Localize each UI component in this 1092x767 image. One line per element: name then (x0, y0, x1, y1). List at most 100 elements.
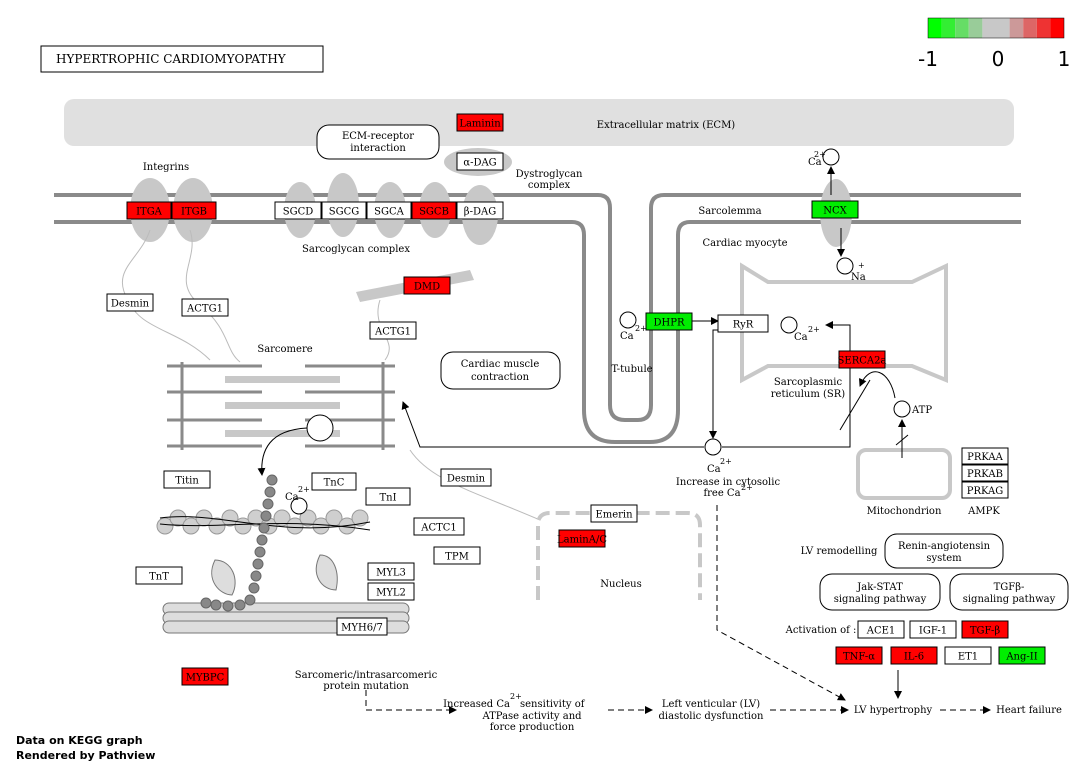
gene-actg1b-box[interactable] (369, 321, 417, 340)
gene-titin-box[interactable] (163, 470, 211, 489)
gene-myl2-label: MYL2 (376, 588, 406, 599)
title-box (40, 45, 324, 73)
sarcomeric-label-2: protein mutation (323, 681, 409, 692)
ecm-band (64, 99, 1014, 146)
gene-desmin2-box[interactable] (440, 468, 492, 487)
legend-min-label: -1 (918, 47, 938, 71)
gene-adag-box[interactable] (456, 152, 504, 171)
gene-laminac-box[interactable] (558, 529, 606, 548)
legend-swatch (928, 18, 942, 38)
gene-laminin[interactable]: Laminin (456, 113, 504, 132)
gene-actg1a[interactable]: ACTG1 (181, 298, 229, 317)
gene-desmin2[interactable]: Desmin (440, 468, 492, 487)
gene-laminac[interactable]: LaminA/C (557, 529, 607, 548)
gene-sgcd-box[interactable] (274, 201, 322, 220)
gene-itgb-box[interactable] (171, 201, 217, 220)
footer-line-2: Rendered by Pathview (16, 749, 155, 762)
gene-myl3-box[interactable] (367, 562, 415, 581)
gene-ace1-box[interactable] (857, 620, 905, 639)
cardiac-muscle-contraction-pathway-box[interactable] (440, 351, 561, 390)
jak-stat-pathway-box[interactable] (819, 573, 941, 611)
gene-tnc-box[interactable] (311, 472, 357, 491)
gene-igf1[interactable]: IGF-1 (909, 620, 957, 639)
mybpc-bead (248, 582, 260, 594)
gene-prkag-box[interactable] (961, 481, 1009, 499)
sarcoglycan-complex-label: Sarcoglycan complex (302, 244, 410, 255)
gene-ncx[interactable]: NCX (811, 200, 859, 219)
ca-sup-tnc: 2+ (298, 485, 310, 494)
ecm-receptor-pathway-box[interactable] (316, 124, 440, 160)
gene-itgb[interactable]: ITGB (171, 201, 217, 220)
gene-titin[interactable]: Titin (163, 470, 211, 489)
gene-mybpc[interactable]: MYBPC (181, 667, 229, 686)
gene-sgca[interactable]: SGCA (366, 201, 412, 220)
gene-ryr[interactable]: RyR (717, 314, 769, 333)
gene-et1-box[interactable] (944, 646, 992, 665)
actin-bead (286, 517, 304, 535)
gene-tgfb-box[interactable] (961, 620, 1009, 639)
gene-tnc[interactable]: TnC (311, 472, 357, 491)
gene-ang2-box[interactable] (998, 646, 1046, 665)
gene-emerin[interactable]: Emerin (590, 504, 638, 523)
gene-sgcd[interactable]: SGCD (274, 201, 322, 220)
gene-bdag-box[interactable] (456, 201, 504, 220)
gene-sgca-box[interactable] (366, 201, 412, 220)
gene-emerin-box[interactable] (590, 504, 638, 523)
gene-myl3[interactable]: MYL3 (367, 562, 415, 581)
gene-dhpr[interactable]: DHPR (645, 312, 693, 331)
gene-il6-box[interactable] (890, 646, 938, 665)
sensitivity-sup: 2+ (510, 692, 522, 701)
gene-dmd[interactable]: DMD (403, 276, 451, 295)
gene-sgcg[interactable]: SGCG (321, 201, 367, 220)
gene-tnfa[interactable]: TNF-α (835, 646, 883, 665)
gene-sgcb-box[interactable] (411, 201, 457, 220)
gene-actc1-box[interactable] (413, 517, 465, 536)
gene-tnt-box[interactable] (135, 566, 183, 585)
gene-tpm[interactable]: TPM (433, 546, 481, 565)
gene-tnfa-box[interactable] (835, 646, 883, 665)
gene-prkab-box[interactable] (961, 464, 1009, 482)
gene-desmin1[interactable]: Desmin (106, 293, 154, 312)
gene-tni-box[interactable] (365, 487, 411, 506)
gene-serca-box[interactable] (838, 350, 886, 369)
legend-swatch (941, 18, 956, 38)
gene-ryr-box[interactable] (717, 314, 769, 333)
gene-tni[interactable]: TnI (365, 487, 411, 506)
gene-igf1-box[interactable] (909, 620, 957, 639)
gene-itga-box[interactable] (126, 201, 172, 220)
gene-ang2[interactable]: Ang-II (998, 646, 1046, 665)
gene-sgcb[interactable]: SGCB (411, 201, 457, 220)
gene-sgcg-box[interactable] (321, 201, 367, 220)
gene-ncx-box[interactable] (811, 200, 859, 219)
gene-prkaa[interactable]: PRKAA (961, 447, 1009, 465)
gene-myh67[interactable]: MYH6/7 (336, 617, 388, 636)
gene-serca[interactable]: SERCA2a (838, 350, 887, 369)
gene-itga[interactable]: ITGA (126, 201, 172, 220)
tgfb-pathway-box[interactable] (949, 573, 1069, 611)
gene-actg1b[interactable]: ACTG1 (369, 321, 417, 340)
gene-laminin-box[interactable] (456, 113, 504, 132)
gene-tnt[interactable]: TnT (135, 566, 183, 585)
gene-prkag[interactable]: PRKAG (961, 481, 1009, 499)
gene-il6[interactable]: IL-6 (890, 646, 938, 665)
sensitivity-label-3: force production (490, 722, 575, 733)
gene-actg1a-box[interactable] (181, 298, 229, 317)
gene-prkaa-box[interactable] (961, 447, 1009, 465)
gene-tpm-box[interactable] (433, 546, 481, 565)
gene-adag[interactable]: α-DAG (456, 152, 504, 171)
gene-myl2[interactable]: MYL2 (367, 582, 415, 601)
gene-prkab[interactable]: PRKAB (961, 464, 1009, 482)
gene-dhpr-box[interactable] (645, 312, 693, 331)
gene-et1[interactable]: ET1 (944, 646, 992, 665)
gene-myh67-box[interactable] (336, 617, 388, 636)
gene-actc1[interactable]: ACTC1 (413, 517, 465, 536)
gene-desmin1-box[interactable] (106, 293, 154, 312)
sensitivity-label-1a: Increased Ca (443, 699, 510, 710)
gene-ace1[interactable]: ACE1 (857, 620, 905, 639)
gene-tgfb[interactable]: TGF-β (961, 620, 1009, 639)
gene-bdag[interactable]: β-DAG (456, 201, 504, 220)
gene-myl2-box[interactable] (367, 582, 415, 601)
renin-angiotensin-pathway-box[interactable] (884, 533, 1004, 569)
gene-mybpc-box[interactable] (181, 667, 229, 686)
gene-dmd-box[interactable] (403, 276, 451, 295)
